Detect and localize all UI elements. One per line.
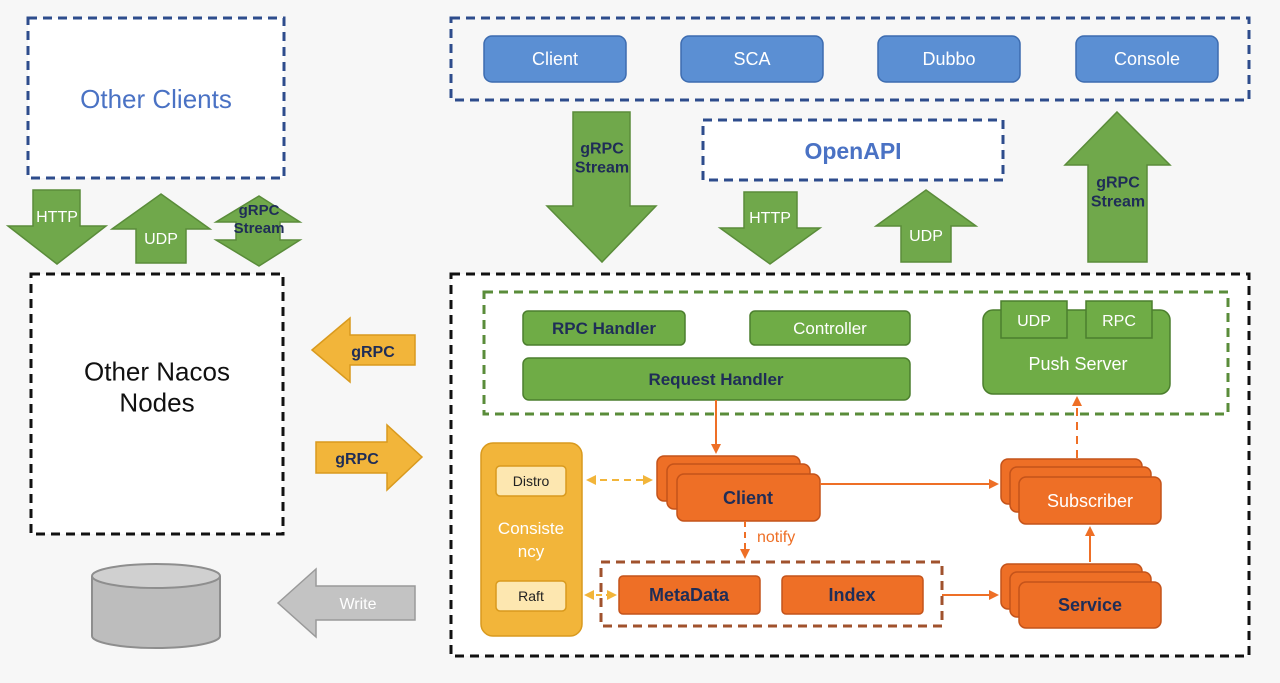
left-udp-up-arrow: UDP [109, 193, 213, 264]
other-clients-box [26, 16, 286, 180]
raft-box: Raft [495, 580, 567, 612]
svg-text:Request Handler: Request Handler [648, 370, 783, 389]
svg-text:RPC Handler: RPC Handler [552, 319, 656, 338]
svg-text:UDP: UDP [909, 228, 943, 245]
notify-label: notify [757, 529, 795, 546]
subscriber-stack: Subscriber [1000, 458, 1162, 525]
request-handler-box: Request Handler [522, 357, 911, 401]
svg-text:Write: Write [339, 596, 376, 613]
handler-layer-box [482, 290, 1230, 416]
top-client-box-dubbo: Dubbo [877, 35, 1021, 83]
svg-text:UDP: UDP [1017, 313, 1051, 330]
other-clients-label: Other Clients [80, 84, 232, 114]
controller-box: Controller [749, 310, 911, 346]
openapi-box [701, 118, 1005, 182]
rpc-handler-box: RPC Handler [522, 310, 686, 346]
metadata-box: MetaData [618, 575, 761, 615]
database-cylinder-icon [91, 563, 221, 649]
svg-text:gRPC: gRPC [351, 344, 395, 361]
svg-text:Service: Service [1058, 595, 1122, 615]
svg-text:Controller: Controller [793, 319, 867, 338]
svg-text:Client: Client [723, 488, 773, 508]
openapi-label: OpenAPI [804, 138, 901, 164]
svg-text:ncy: ncy [518, 542, 545, 561]
svg-text:UDP: UDP [144, 231, 178, 248]
svg-text:HTTP: HTTP [749, 210, 791, 227]
push-udp-box: UDP [1000, 300, 1068, 339]
svg-text:Console: Console [1114, 49, 1180, 69]
client-stack: Client [656, 455, 821, 522]
top-client-box-client: Client [483, 35, 627, 83]
top-client-box-sca: SCA [680, 35, 824, 83]
index-box: Index [781, 575, 924, 615]
svg-text:SCA: SCA [733, 49, 770, 69]
svg-text:RPC: RPC [1102, 313, 1136, 330]
svg-text:Consiste: Consiste [498, 519, 564, 538]
top-clients-container [449, 16, 1251, 102]
svg-text:Push Server: Push Server [1028, 354, 1127, 374]
svg-text:Client: Client [532, 49, 578, 69]
svg-text:HTTP: HTTP [36, 209, 78, 226]
top-client-box-console: Console [1075, 35, 1219, 83]
svg-text:gRPC: gRPC [335, 451, 379, 468]
svg-text:Dubbo: Dubbo [922, 49, 975, 69]
grpc-left-arrow: gRPC [310, 316, 416, 384]
svg-text:MetaData: MetaData [649, 585, 730, 605]
svg-text:Subscriber: Subscriber [1047, 491, 1133, 511]
svg-text:Index: Index [828, 585, 875, 605]
left-http-down-arrow: HTTP [5, 189, 109, 265]
write-arrow: Write [276, 567, 416, 639]
metadata-index-group-box [599, 560, 944, 628]
udp-up-arrow: UDP [873, 189, 979, 263]
http-down-arrow: HTTP [717, 191, 823, 265]
push-rpc-box: RPC [1085, 300, 1153, 339]
service-stack: Service [1000, 563, 1162, 629]
other-nacos-nodes-box [29, 272, 285, 536]
svg-text:Distro: Distro [513, 473, 550, 489]
grpc-right-arrow: gRPC [315, 423, 424, 492]
distro-box: Distro [495, 465, 567, 497]
svg-text:Raft: Raft [518, 588, 544, 604]
